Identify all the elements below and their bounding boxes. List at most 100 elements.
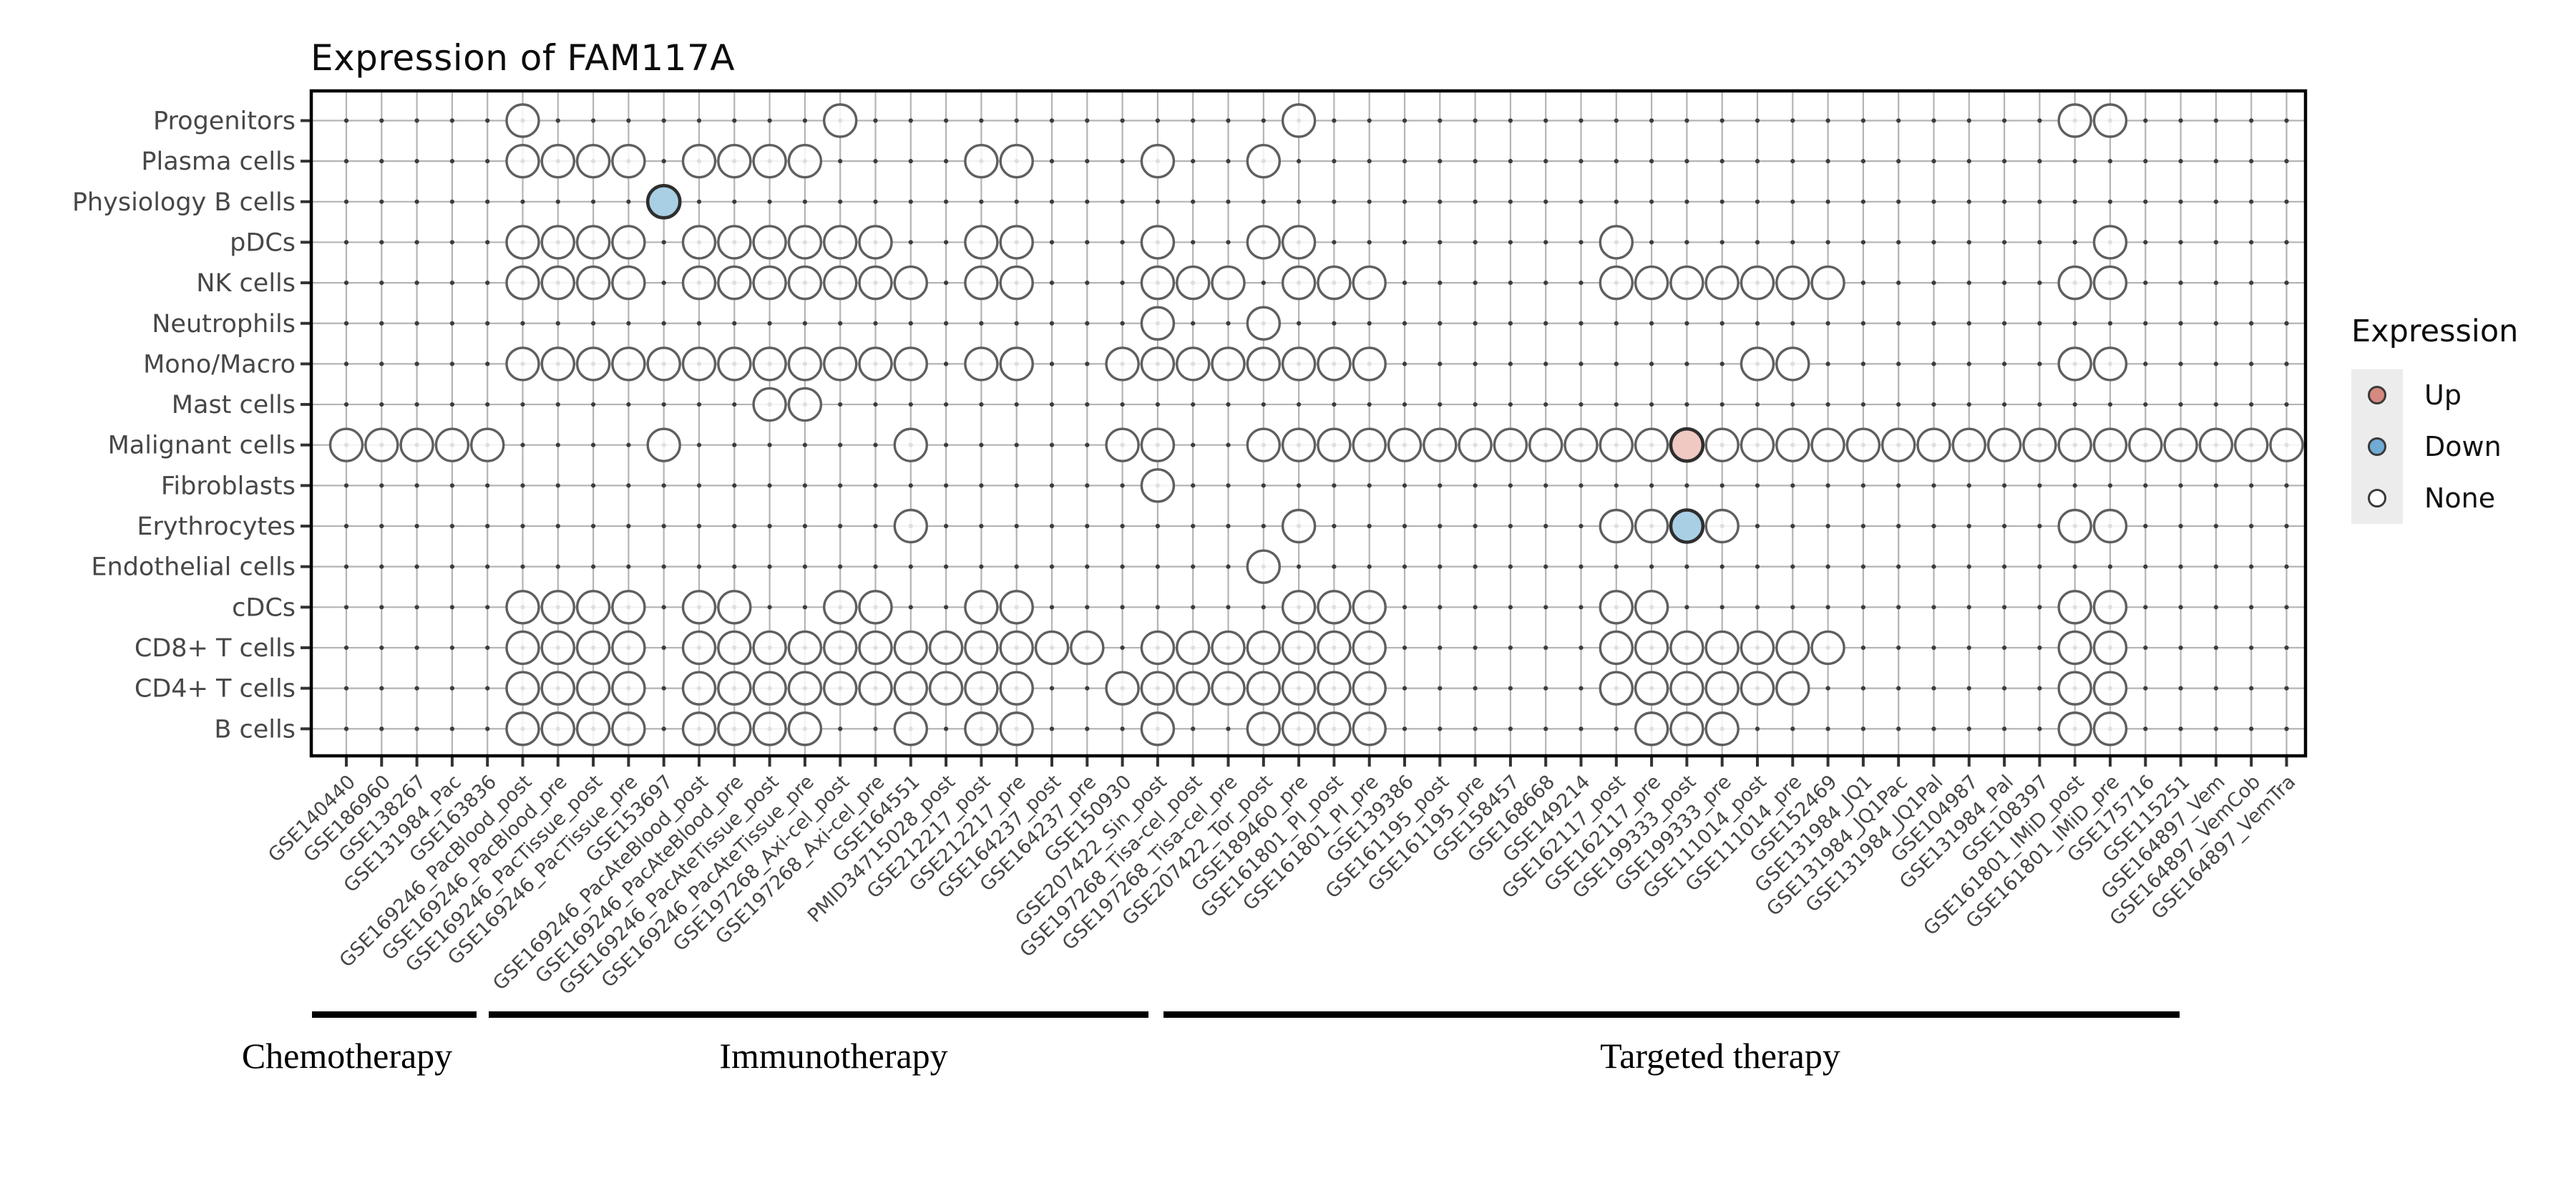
- grid-dot: [1261, 118, 1266, 123]
- grid-dot: [1825, 361, 1830, 366]
- expression-circle: [822, 103, 858, 138]
- grid-dot: [1508, 321, 1513, 326]
- grid-dot: [449, 483, 455, 488]
- expression-circle: [1880, 427, 1916, 462]
- grid-dot: [485, 240, 490, 245]
- grid-dot: [2249, 240, 2254, 245]
- grid-dot: [1684, 361, 1689, 366]
- grid-dot: [2002, 159, 2007, 164]
- grid-dot: [1579, 159, 1584, 164]
- grid-dot: [1332, 240, 1337, 245]
- legend-title: Expression: [2351, 314, 2519, 349]
- grid-dot: [1049, 686, 1055, 691]
- expression-circle: [2022, 427, 2057, 462]
- expression-circle: [1740, 671, 1775, 706]
- expression-circle: [470, 427, 505, 462]
- grid-dot: [732, 118, 737, 123]
- grid-dot: [414, 240, 419, 245]
- grid-dot: [2249, 523, 2254, 529]
- expression-circle: [1387, 427, 1423, 462]
- grid-dot: [520, 564, 525, 569]
- grid-dot: [2037, 523, 2042, 529]
- grid-dot: [1297, 564, 1302, 569]
- grid-dot: [802, 199, 807, 204]
- grid-dot: [343, 240, 349, 245]
- grid-dot: [1896, 483, 1901, 488]
- expression-circle: [1175, 346, 1211, 381]
- grid-dot: [767, 605, 772, 610]
- expression-circle: [858, 265, 893, 301]
- grid-dot: [2037, 483, 2042, 488]
- grid-dot: [449, 686, 455, 691]
- grid-dot: [1085, 605, 1090, 610]
- expression-circle: [1916, 427, 1951, 462]
- grid-dot: [1755, 605, 1760, 610]
- grid-dot: [1367, 321, 1372, 326]
- grid-dot: [838, 321, 843, 326]
- expression-circle: [1246, 143, 1282, 179]
- grid-dot: [1438, 361, 1443, 366]
- expression-circle: [717, 346, 752, 381]
- expression-circle: [752, 671, 787, 706]
- grid-dot: [449, 726, 455, 732]
- grid-dot: [1614, 361, 1619, 366]
- grid-dot: [1085, 523, 1090, 529]
- grid-dot: [1085, 402, 1090, 407]
- expression-circle: [1140, 346, 1176, 381]
- grid-dot: [2037, 281, 2042, 286]
- expression-circle: [364, 427, 399, 462]
- expression-circle: [1246, 306, 1282, 341]
- grid-dot: [1649, 321, 1654, 326]
- grid-dot: [2249, 726, 2254, 732]
- grid-dot: [1332, 483, 1337, 488]
- expression-circle: [1704, 265, 1740, 301]
- expression-circle: [1352, 590, 1387, 625]
- expression-circle: [611, 265, 646, 301]
- grid-dot: [2249, 361, 2254, 366]
- expression-circle: [1634, 508, 1669, 544]
- grid-dot: [1473, 483, 1478, 488]
- expression-circle: [2128, 427, 2163, 462]
- grid-dot: [1120, 605, 1125, 610]
- grid-dot: [979, 564, 984, 569]
- expression-circle: [1458, 427, 1493, 462]
- expression-legend: Expression Up Down None: [2351, 314, 2518, 524]
- grid-dot: [1790, 483, 1795, 488]
- group-label: Targeted therapy: [1600, 1036, 1840, 1076]
- expression-circle: [1704, 427, 1740, 462]
- grid-dot: [1226, 605, 1231, 610]
- expression-circle: [1669, 427, 1705, 463]
- row-label: NK cells: [196, 269, 296, 298]
- grid-dot: [1085, 240, 1090, 245]
- grid-dot: [661, 645, 666, 651]
- grid-dot: [1719, 605, 1724, 610]
- grid-dot: [520, 402, 525, 407]
- expression-circle: [999, 265, 1034, 301]
- grid-dot: [449, 564, 455, 569]
- group-label: Immunotherapy: [719, 1036, 947, 1076]
- grid-dot: [485, 361, 490, 366]
- expression-circle: [1775, 630, 1810, 666]
- grid-dot: [944, 361, 949, 366]
- chart-title: Expression of FAM117A: [311, 37, 736, 79]
- expression-circle: [787, 265, 823, 301]
- grid-dot: [1543, 199, 1548, 204]
- grid-dot: [661, 726, 666, 732]
- grid-dot: [2107, 402, 2113, 407]
- grid-dot: [1684, 118, 1689, 123]
- expression-circle: [505, 630, 540, 666]
- grid-dot: [1049, 240, 1055, 245]
- grid-dot: [1438, 402, 1443, 407]
- grid-dot: [1931, 726, 1936, 732]
- grid-dot: [732, 321, 737, 326]
- grid-dot: [1473, 726, 1478, 732]
- expression-circle: [2198, 427, 2234, 462]
- grid-dot: [1402, 523, 1407, 529]
- grid-dot: [908, 564, 913, 569]
- grid-dot: [2143, 199, 2148, 204]
- grid-dot: [1226, 483, 1231, 488]
- grid-dot: [414, 159, 419, 164]
- expression-circle: [999, 346, 1034, 381]
- row-label: Endothelial cells: [91, 553, 296, 582]
